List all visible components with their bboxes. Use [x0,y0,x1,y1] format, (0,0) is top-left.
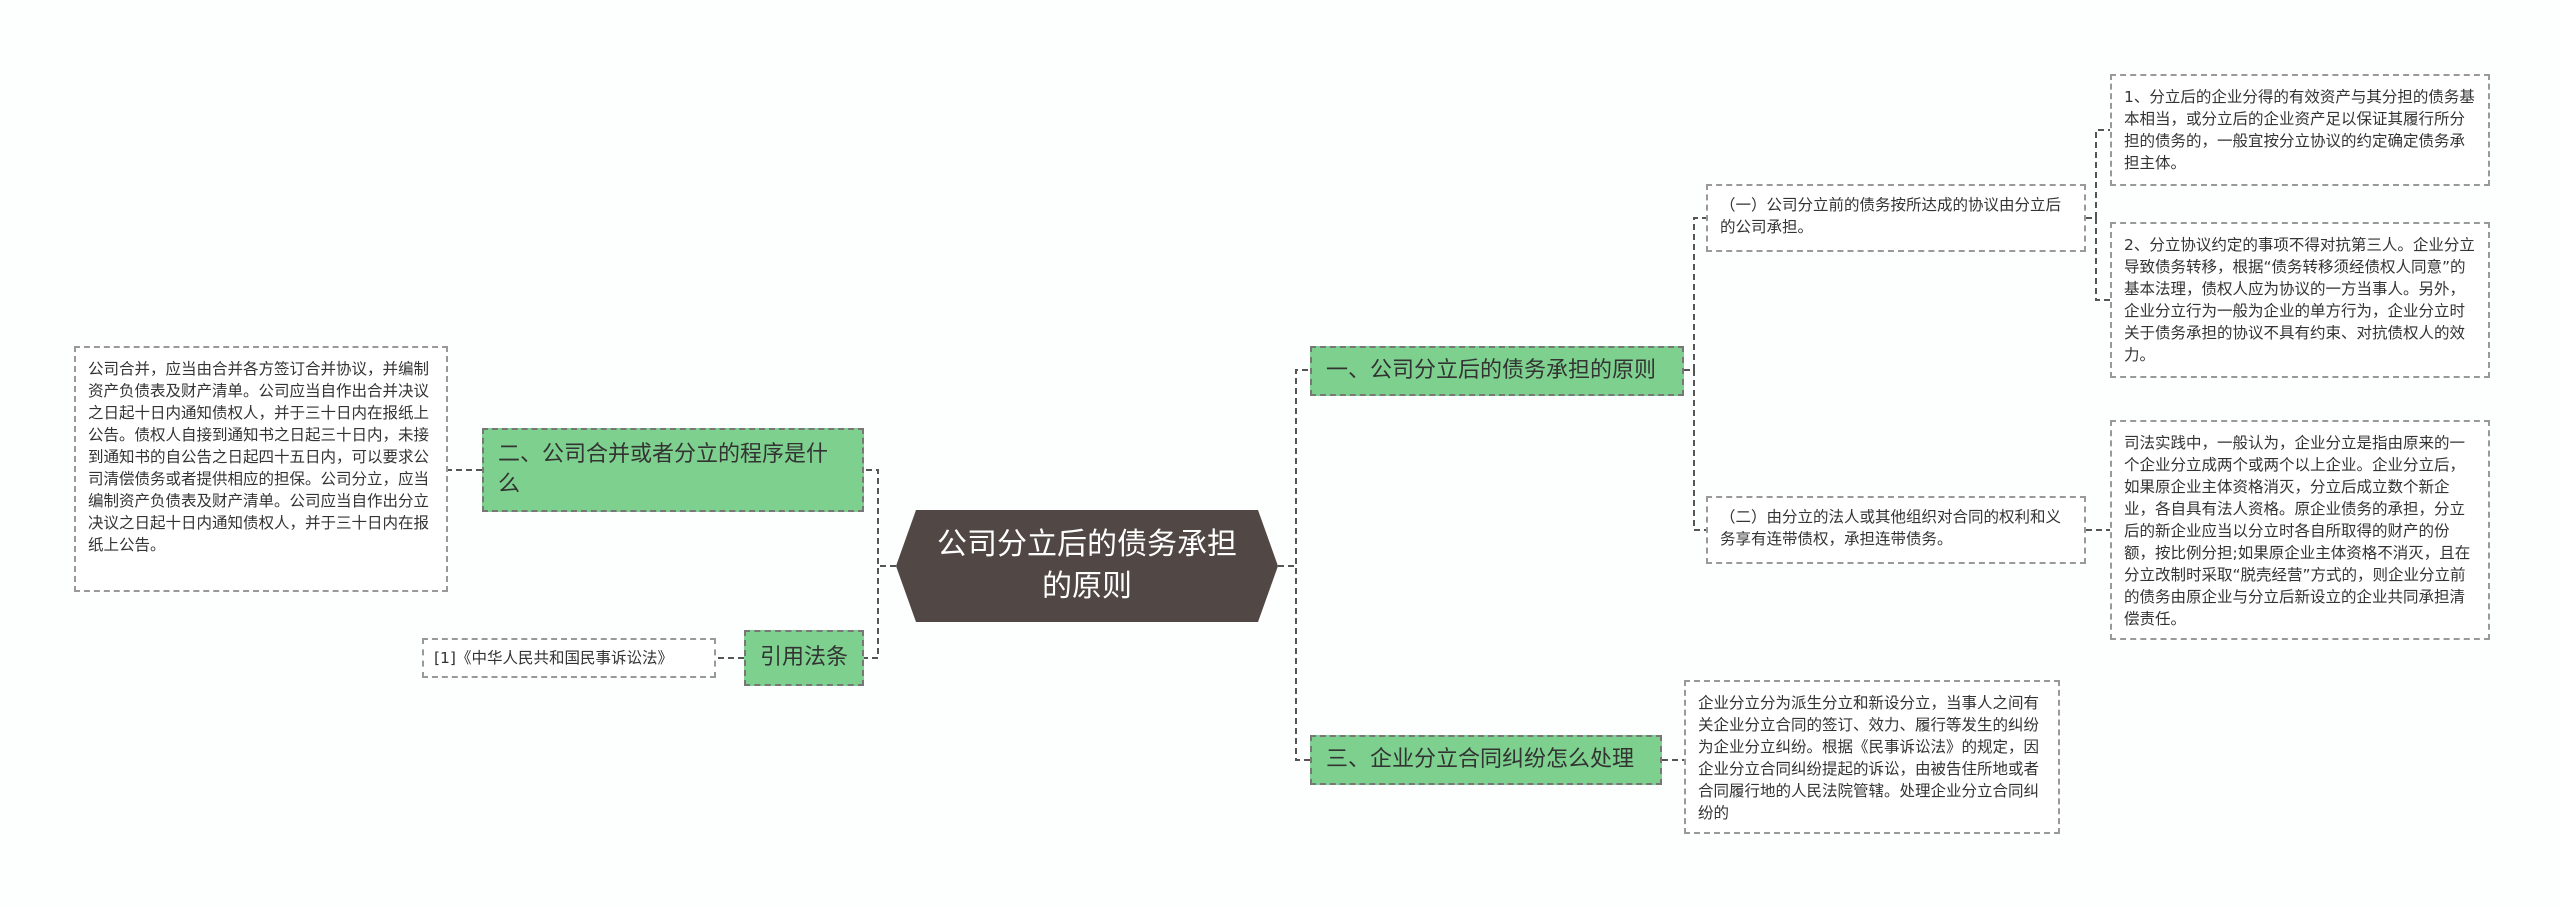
detail-disputes-text: 企业分立分为派生分立和新设分立，当事人之间有关企业分立合同的签订、效力、履行等发… [1698,694,2040,822]
link-root-laws [864,565,896,659]
detail-judicial-practice[interactable]: 司法实践中，一般认为，企业分立是指由原来的一个企业分立成两个或两个以上企业。企业… [2110,420,2490,640]
detail-procedure-text: 公司合并，应当由合并各方签订合并协议，并编制资产负债表及财产清单。公司应当自作出… [88,360,430,554]
topic-procedure-label: 二、公司合并或者分立的程序是什么 [498,442,829,497]
citation-civil-procedure-law[interactable]: [1]《中华人民共和国民事诉讼法》 [422,638,716,678]
link-root-disputes [1278,565,1310,761]
detail-asset-balance-text: 1、分立后的企业分得的有效资产与其分担的债务基本相当，或分立后的企业资产足以保证… [2124,88,2475,172]
sub-topic-joint-liability[interactable]: （二）由分立的法人或其他组织对合同的权利和义务享有连带债权，承担连带债务。 [1706,496,2086,564]
detail-judicial-practice-text: 司法实践中，一般认为，企业分立是指由原来的一个企业分立成两个或两个以上企业。企业… [2124,434,2471,628]
link-sub1-detail1 [2086,129,2110,219]
link-principles-sub1 [1684,217,1706,371]
detail-third-party[interactable]: 2、分立协议约定的事项不得对抗第三人。企业分立导致债务转移，根据“债务转移须经债… [2110,222,2490,378]
detail-asset-balance[interactable]: 1、分立后的企业分得的有效资产与其分担的债务基本相当，或分立后的企业资产足以保证… [2110,74,2490,186]
root-topic-label: 公司分立后的债务承担的原则 [937,527,1237,604]
link-root-procedure [864,469,896,567]
link-principles-sub2 [1684,369,1706,531]
topic-laws[interactable]: 引用法条 [744,630,864,686]
topic-principles[interactable]: 一、公司分立后的债务承担的原则 [1310,346,1684,396]
link-sub1-detail2 [2086,217,2110,301]
sub-topic-joint-liability-label: （二）由分立的法人或其他组织对合同的权利和义务享有连带债权，承担连带债务。 [1720,508,2062,548]
detail-third-party-text: 2、分立协议约定的事项不得对抗第三人。企业分立导致债务转移，根据“债务转移须经债… [2124,236,2475,364]
detail-procedure[interactable]: 公司合并，应当由合并各方签订合并协议，并编制资产负债表及财产清单。公司应当自作出… [74,346,448,592]
citation-text: [1]《中华人民共和国民事诉讼法》 [434,649,673,667]
sub-topic-agreement[interactable]: （一）公司分立前的债务按所达成的协议由分立后的公司承担。 [1706,184,2086,252]
root-topic[interactable]: 公司分立后的债务承担的原则 [896,510,1278,622]
topic-disputes[interactable]: 三、企业分立合同纠纷怎么处理 [1310,735,1662,785]
topic-principles-label: 一、公司分立后的债务承担的原则 [1326,358,1657,383]
topic-procedure[interactable]: 二、公司合并或者分立的程序是什么 [482,428,864,512]
detail-disputes[interactable]: 企业分立分为派生分立和新设分立，当事人之间有关企业分立合同的签订、效力、履行等发… [1684,680,2060,834]
topic-disputes-label: 三、企业分立合同纠纷怎么处理 [1326,747,1635,772]
link-root-principles [1278,369,1310,567]
topic-laws-label: 引用法条 [759,645,848,670]
sub-topic-agreement-label: （一）公司分立前的债务按所达成的协议由分立后的公司承担。 [1720,196,2062,236]
